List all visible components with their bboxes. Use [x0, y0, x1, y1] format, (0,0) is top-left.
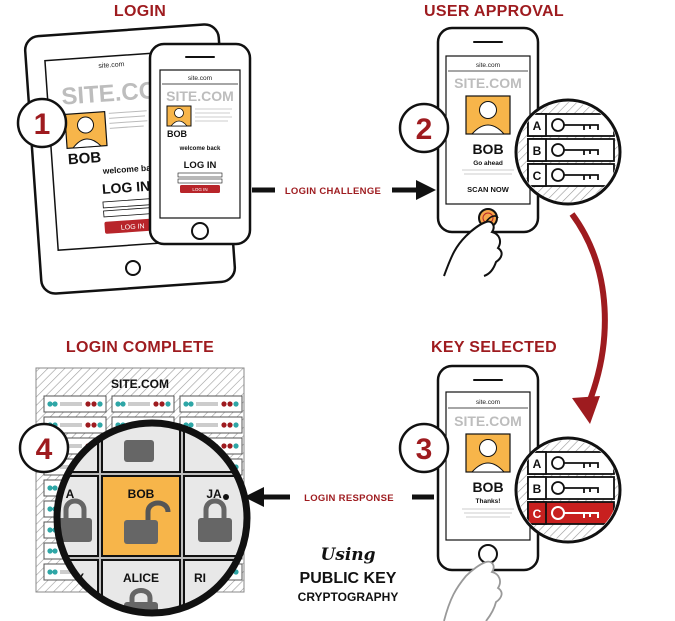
open-lock-icon: [124, 500, 171, 544]
hand-released-icon: [443, 560, 503, 621]
phone-login-button[interactable]: [180, 185, 220, 193]
svg-text:C: C: [533, 507, 542, 521]
server-user-partial-a: A: [66, 487, 75, 501]
svg-text:A: A: [533, 119, 542, 133]
phone-login-heading: LOG IN: [184, 160, 217, 171]
phone-approval-url: site.com: [476, 62, 500, 69]
login-response-arrow: LOGIN RESPONSE: [244, 487, 434, 507]
phone-key-selected: site.com SITE.COM BOB Thanks!: [436, 364, 540, 572]
key-icon: [551, 118, 599, 132]
phone-approval-message: Go ahead: [473, 160, 503, 167]
key-vault-magnifier-approval: A B C: [514, 98, 622, 206]
header-login: LOGIN: [114, 3, 166, 20]
phone-login-url: site.com: [188, 75, 212, 82]
key-icon: [551, 456, 599, 470]
key-icon: [551, 506, 599, 520]
tablet-user-name: BOB: [67, 149, 102, 168]
step-badge-3: 3: [398, 422, 450, 474]
header-key-selected: KEY SELECTED: [431, 339, 557, 356]
tablet-login-button-label: LOG IN: [121, 223, 145, 232]
phone-login: site.com SITE.COM BOB welcome back LOG I…: [148, 42, 252, 246]
step-badge-1: 1: [16, 97, 68, 149]
phone-selected-site-logo: SITE.COM: [454, 413, 522, 429]
svg-text:3: 3: [416, 433, 433, 466]
phone-approval-site-logo: SITE.COM: [454, 75, 522, 91]
hand-pressing-icon: [443, 215, 503, 277]
svg-text:C: C: [533, 169, 542, 183]
caption-line2: CRYPTOGRAPHY: [298, 590, 399, 604]
svg-text:A: A: [533, 457, 542, 471]
server-user-alice: ALICE: [123, 571, 159, 585]
key-slot-c: C: [527, 163, 615, 187]
phone-approval: site.com SITE.COM BOB Go ahead SCAN NOW: [436, 26, 540, 234]
key-slot-b: B: [527, 476, 615, 500]
rack-unit: [179, 395, 243, 413]
key-icon: [551, 168, 599, 182]
step-badge-2: 2: [398, 102, 450, 154]
login-response-label: LOGIN RESPONSE: [304, 493, 394, 504]
tablet-home-button: [125, 260, 141, 276]
phone-login-welcome: welcome back: [179, 146, 221, 152]
tablet-url: site.com: [98, 61, 125, 70]
curved-flow-arrow: [569, 212, 608, 412]
rack-unit: [111, 395, 175, 413]
key-icon: [551, 481, 599, 495]
caption-using: Using: [320, 545, 375, 565]
phone-login-button-label: LOG IN: [192, 187, 207, 192]
svg-text:B: B: [533, 144, 542, 158]
login-challenge-arrow: LOGIN CHALLENGE: [252, 180, 436, 200]
tablet-welcome: welcome back: [101, 162, 160, 176]
key-icon: [551, 143, 599, 157]
key-slot-c-selected: C: [527, 501, 615, 525]
server-user-partial-ri: RI: [194, 571, 206, 585]
key-slot-a: A: [527, 113, 615, 137]
caption-line1: PUBLIC KEY: [300, 570, 397, 587]
key-slot-b: B: [527, 138, 615, 162]
rack-unit: [43, 395, 107, 413]
phone-selected-message: Thanks!: [476, 498, 501, 505]
svg-text:4: 4: [36, 433, 53, 466]
lock-icon: [198, 498, 232, 542]
header-user-approval: USER APPROVAL: [424, 3, 564, 20]
server-site-label: SITE.COM: [111, 377, 169, 391]
lock-icon: [58, 498, 92, 542]
phone-approval-scan-now: SCAN NOW: [467, 185, 510, 194]
login-challenge-label: LOGIN CHALLENGE: [285, 186, 381, 197]
tablet-filler-text: [108, 110, 148, 129]
phone-selected-home-button: [478, 544, 498, 564]
phone-selected-user-name: BOB: [472, 479, 503, 495]
phone-selected-url: site.com: [476, 399, 500, 406]
curved-flow-arrowhead: [572, 396, 600, 424]
phone-approval-user-name: BOB: [472, 141, 503, 157]
phone-login-home-button: [191, 222, 209, 240]
header-login-complete: LOGIN COMPLETE: [66, 339, 214, 356]
phone-login-user-name: BOB: [167, 129, 188, 139]
step-badge-4: 4: [18, 422, 70, 474]
tablet-login-heading: LOG IN: [101, 178, 150, 197]
svg-text:B: B: [533, 482, 542, 496]
key-vault-magnifier-selected: A B C: [514, 436, 622, 544]
svg-text:2: 2: [416, 113, 433, 146]
svg-text:1: 1: [34, 108, 51, 141]
server-user-bob: BOB: [128, 487, 155, 501]
server-user-partial-ja: JA: [206, 487, 222, 501]
caption-public-key: Using PUBLIC KEY CRYPTOGRAPHY: [298, 545, 399, 604]
tablet-login-button[interactable]: [104, 218, 161, 234]
phone-login-site-logo: SITE.COM: [166, 88, 234, 104]
phone-login-username-field[interactable]: [177, 172, 223, 178]
phone-login-password-field[interactable]: [177, 178, 223, 184]
key-slot-a: A: [527, 451, 615, 475]
